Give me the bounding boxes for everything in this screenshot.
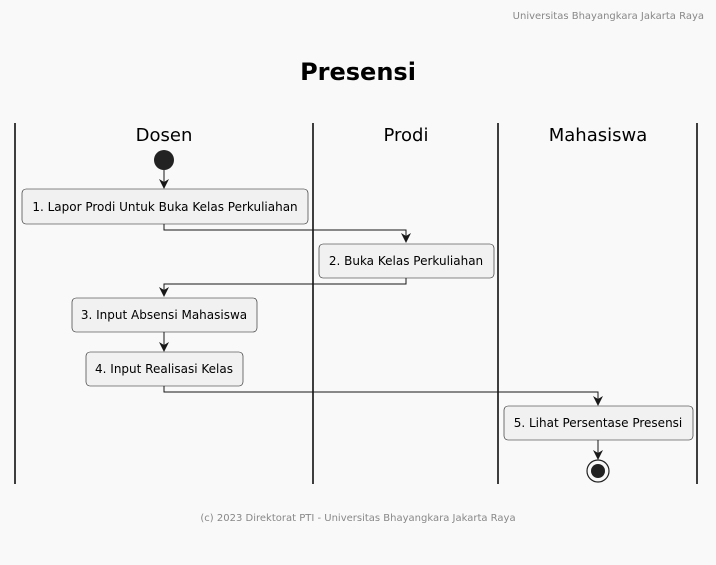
activity-box-1 (21, 188, 309, 225)
end-node-outer (586, 459, 610, 483)
lane-header-dosen: Dosen (136, 125, 193, 146)
start-node (154, 150, 174, 170)
activity-label-3: 3. Input Absensi Mahasiswa (81, 308, 247, 322)
header-institution: Universitas Bhayangkara Jakarta Raya (513, 11, 704, 22)
activity-label-2: 2. Buka Kelas Perkuliahan (329, 254, 483, 268)
activity-label-4: 4. Input Realisasi Kelas (95, 362, 233, 376)
footer-copyright: (c) 2023 Direktorat PTI - Universitas Bh… (200, 513, 515, 524)
activity-label-1: 1. Lapor Prodi Untuk Buka Kelas Perkulia… (32, 200, 297, 214)
diagram-title: Presensi (300, 58, 416, 86)
end-node-inner (591, 464, 605, 478)
flow-1-to-2 (163, 224, 411, 243)
flow-4-to-5 (163, 386, 603, 406)
activity-label-5: 5. Lihat Persentase Presensi (514, 416, 683, 430)
lane-header-prodi: Prodi (384, 125, 429, 146)
lane-header-mahasiswa: Mahasiswa (549, 125, 648, 146)
flow-2-to-3 (159, 278, 407, 297)
